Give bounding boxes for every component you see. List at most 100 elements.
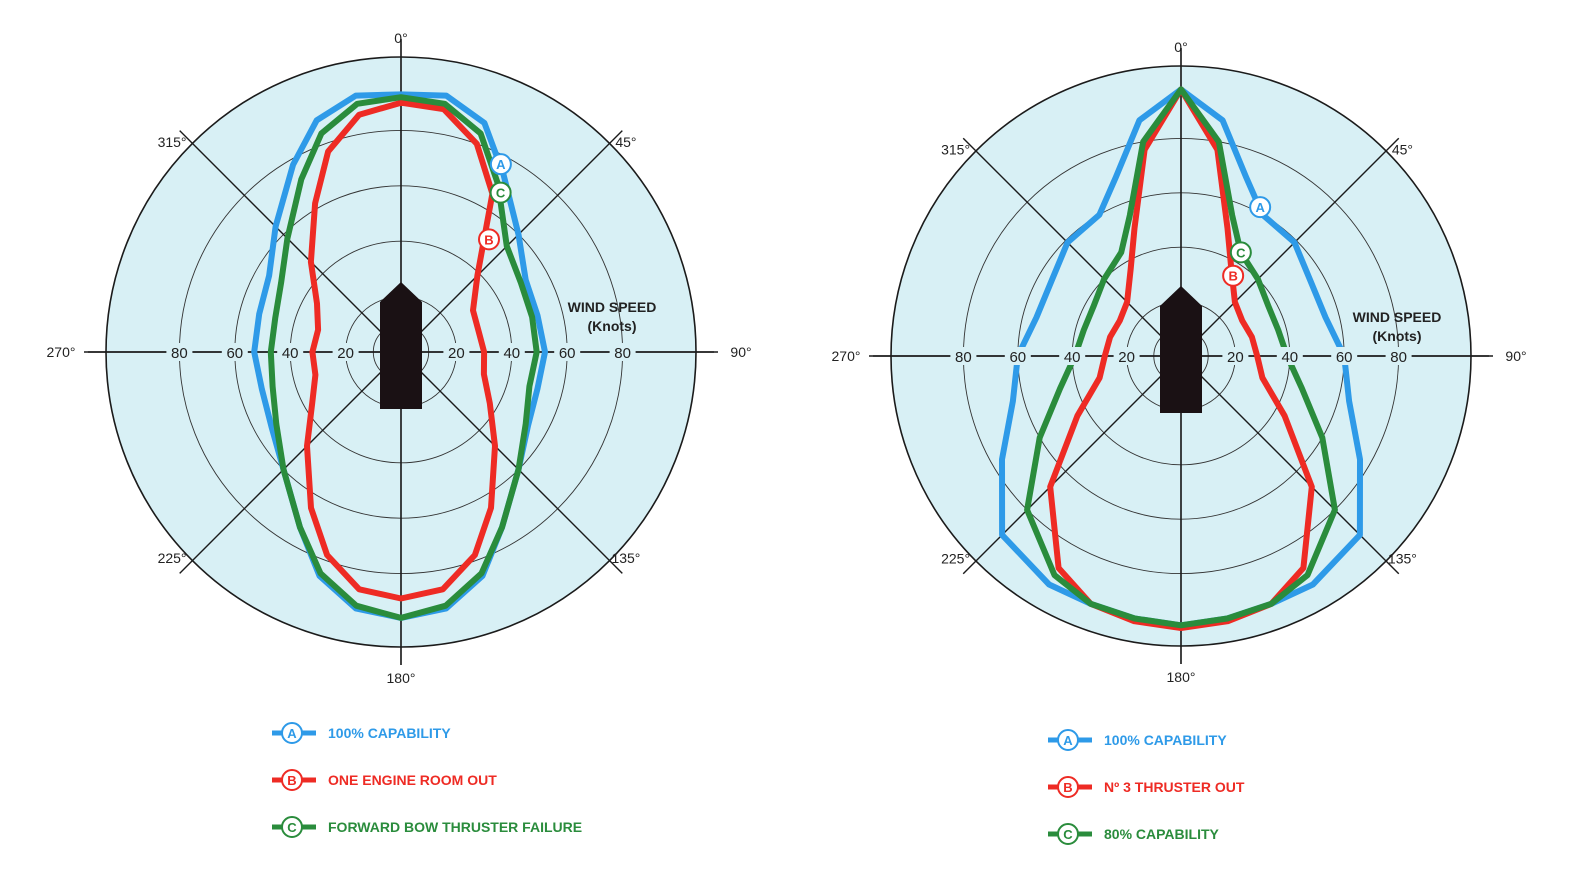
series-c-badge-letter: C [496, 186, 506, 201]
legend: A 100% CAPABILITY B Nº 3 THRUSTER OUT C 80% C… [1048, 729, 1245, 845]
series-a-badge-letter: A [1255, 200, 1265, 215]
legend-badge-b [281, 769, 303, 791]
radial-tick-label-40: 40 [1281, 349, 1298, 366]
angle-label-225: 225° [941, 550, 970, 566]
legend-badge-b [1057, 776, 1079, 798]
series-a-badge [1249, 196, 1272, 219]
legend-badge-a [1057, 729, 1079, 751]
radial-tick-label-40: 40 [282, 345, 299, 362]
angle-label-270: 270° [832, 348, 861, 364]
angle-label-90: 90° [730, 344, 751, 360]
tick-bg [950, 347, 977, 365]
tick-bg [1276, 347, 1303, 365]
legend-entry-a: 100% CAPABILITY [1104, 732, 1227, 748]
radial-tick-label-20: 20 [1227, 349, 1244, 366]
spoke-225 [179, 351, 402, 574]
angle-label-315: 315° [158, 134, 187, 150]
polar-chart-1: 20 20 40 40 60 60 80 80 0° 45° 90° 135° 180° 225° 270°… [47, 30, 752, 838]
radial-tick-label-20: 20 [337, 345, 354, 362]
legend-badge-c [281, 816, 303, 838]
tick-bg [1113, 347, 1140, 365]
spoke-315 [962, 137, 1182, 357]
angle-label-135: 135° [611, 550, 640, 566]
legend: A 100% CAPABILITY B ONE ENGINE ROOM OUT C FOR… [272, 722, 582, 838]
series-b-badge [477, 228, 500, 251]
angle-label-45: 45° [615, 134, 636, 150]
series-c-envelope [1024, 86, 1338, 629]
series-b-badge [1222, 264, 1245, 287]
radial-tick-label-60: 60 [559, 345, 576, 362]
legend-badge-a [281, 722, 303, 744]
tick-bg [554, 343, 581, 361]
angle-label-180: 180° [387, 670, 416, 686]
series-c-envelope [267, 94, 540, 621]
legend-badge-letter-c: C [1063, 827, 1073, 842]
radial-axis-label-line-2: (Knots) [1373, 328, 1422, 344]
series-b-badge-letter: B [484, 232, 493, 247]
series-b-badge-letter: B [1228, 269, 1237, 284]
tick-bg [1331, 347, 1358, 365]
radial-tick-label-40: 40 [1064, 349, 1081, 366]
radial-tick-label-60: 60 [1336, 349, 1353, 366]
spoke-135 [1180, 355, 1400, 575]
radial-tick-label-80: 80 [614, 345, 631, 362]
series-c-badge [1229, 241, 1252, 264]
legend-badge-letter-c: C [287, 820, 297, 835]
angle-label-225: 225° [158, 550, 187, 566]
radial-axis-label-line-1: WIND SPEED [568, 299, 657, 315]
legend-badge-letter-a: A [1063, 733, 1073, 748]
series-c-badge-letter: C [1236, 245, 1246, 260]
radial-tick-label-80: 80 [955, 349, 972, 366]
radial-axis-label-line-2: (Knots) [588, 318, 637, 334]
angle-label-0: 0° [1174, 39, 1187, 55]
angle-label-0: 0° [394, 30, 407, 46]
tick-bg [1385, 347, 1412, 365]
tick-bg [609, 343, 636, 361]
series-a-badge [489, 153, 512, 176]
spoke-45 [400, 130, 623, 353]
series-b-envelope [304, 99, 498, 602]
polar-chart-2: 20 20 40 40 60 60 80 80 0° 45° 90° 135° 180° 225° 270°… [832, 39, 1527, 845]
tick-bg [498, 343, 525, 361]
legend-badge-c [1057, 823, 1079, 845]
angle-label-90: 90° [1505, 348, 1526, 364]
radial-tick-label-20: 20 [1118, 349, 1135, 366]
spoke-45 [1180, 137, 1400, 357]
angle-label-45: 45° [1392, 142, 1413, 158]
series-c-badge [489, 181, 512, 204]
tick-bg [1222, 347, 1249, 365]
angle-label-135: 135° [1388, 550, 1417, 566]
tick-bg [221, 343, 248, 361]
tick-bg [1004, 347, 1031, 365]
legend-entry-b: Nº 3 THRUSTER OUT [1104, 779, 1245, 795]
legend-entry-a: 100% CAPABILITY [328, 725, 451, 741]
tick-bg [443, 343, 470, 361]
radial-tick-label-80: 80 [171, 345, 188, 362]
angle-label-270: 270° [47, 344, 76, 360]
tick-bg [277, 343, 304, 361]
radial-tick-label-60: 60 [1009, 349, 1026, 366]
radial-tick-label-40: 40 [503, 345, 520, 362]
legend-badge-letter-b: B [287, 773, 296, 788]
radial-tick-label-20: 20 [448, 345, 465, 362]
angle-label-315: 315° [941, 142, 970, 158]
series-a-badge-letter: A [496, 157, 506, 172]
angle-label-180: 180° [1167, 669, 1196, 685]
legend-entry-b: ONE ENGINE ROOM OUT [328, 772, 497, 788]
spoke-315 [179, 130, 402, 353]
tick-bg [1059, 347, 1086, 365]
tick-bg [332, 343, 359, 361]
radial-tick-label-80: 80 [1390, 349, 1407, 366]
vessel-icon [1160, 286, 1202, 413]
radial-tick-label-60: 60 [226, 345, 243, 362]
vessel-icon [380, 282, 422, 409]
spoke-225 [962, 355, 1182, 575]
legend-entry-c: 80% CAPABILITY [1104, 826, 1220, 842]
legend-badge-letter-b: B [1063, 780, 1072, 795]
legend-badge-letter-a: A [287, 726, 297, 741]
radial-axis-label-line-1: WIND SPEED [1353, 309, 1442, 325]
legend-entry-c: FORWARD BOW THRUSTER FAILURE [328, 819, 582, 835]
spoke-135 [400, 351, 623, 574]
tick-bg [166, 343, 193, 361]
